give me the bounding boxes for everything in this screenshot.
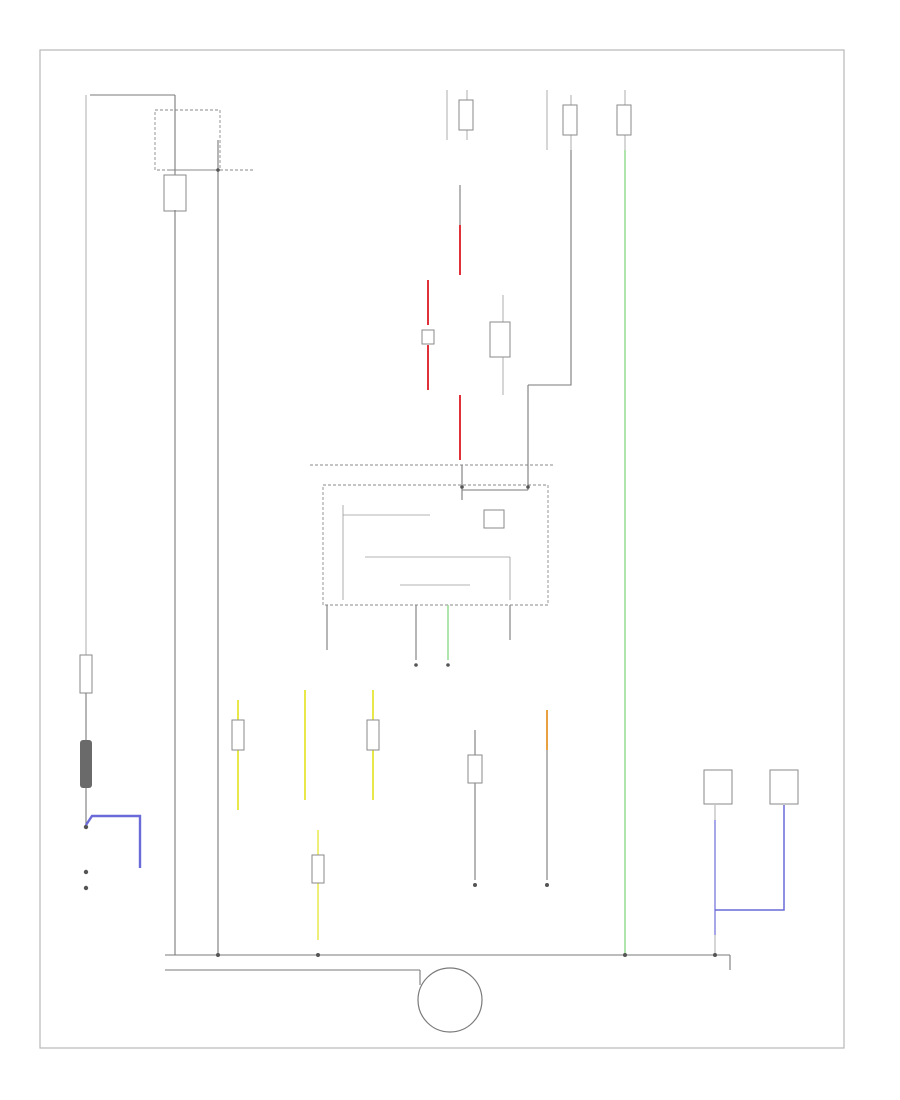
- yellow-wires: [231, 690, 380, 940]
- generator-symbol: [417, 967, 483, 1033]
- battery-circuit: [79, 95, 176, 955]
- blue-sensor-wire: [715, 805, 785, 911]
- fusible-link: [79, 654, 93, 694]
- lower-ground-branches: [467, 710, 549, 887]
- diagram-frame: [39, 49, 845, 1049]
- generator-control-module: [310, 455, 555, 606]
- relay-box-top-left: [90, 94, 255, 955]
- battery: [80, 740, 92, 788]
- right-sensors: [703, 769, 799, 955]
- relay-column-center: [489, 150, 572, 455]
- top-fuse-feeds: [446, 90, 632, 150]
- module-outputs: [326, 605, 511, 667]
- battery-ground-wire: [85, 814, 142, 868]
- red-feed-wires: [421, 185, 461, 460]
- ground-bus: [165, 953, 731, 985]
